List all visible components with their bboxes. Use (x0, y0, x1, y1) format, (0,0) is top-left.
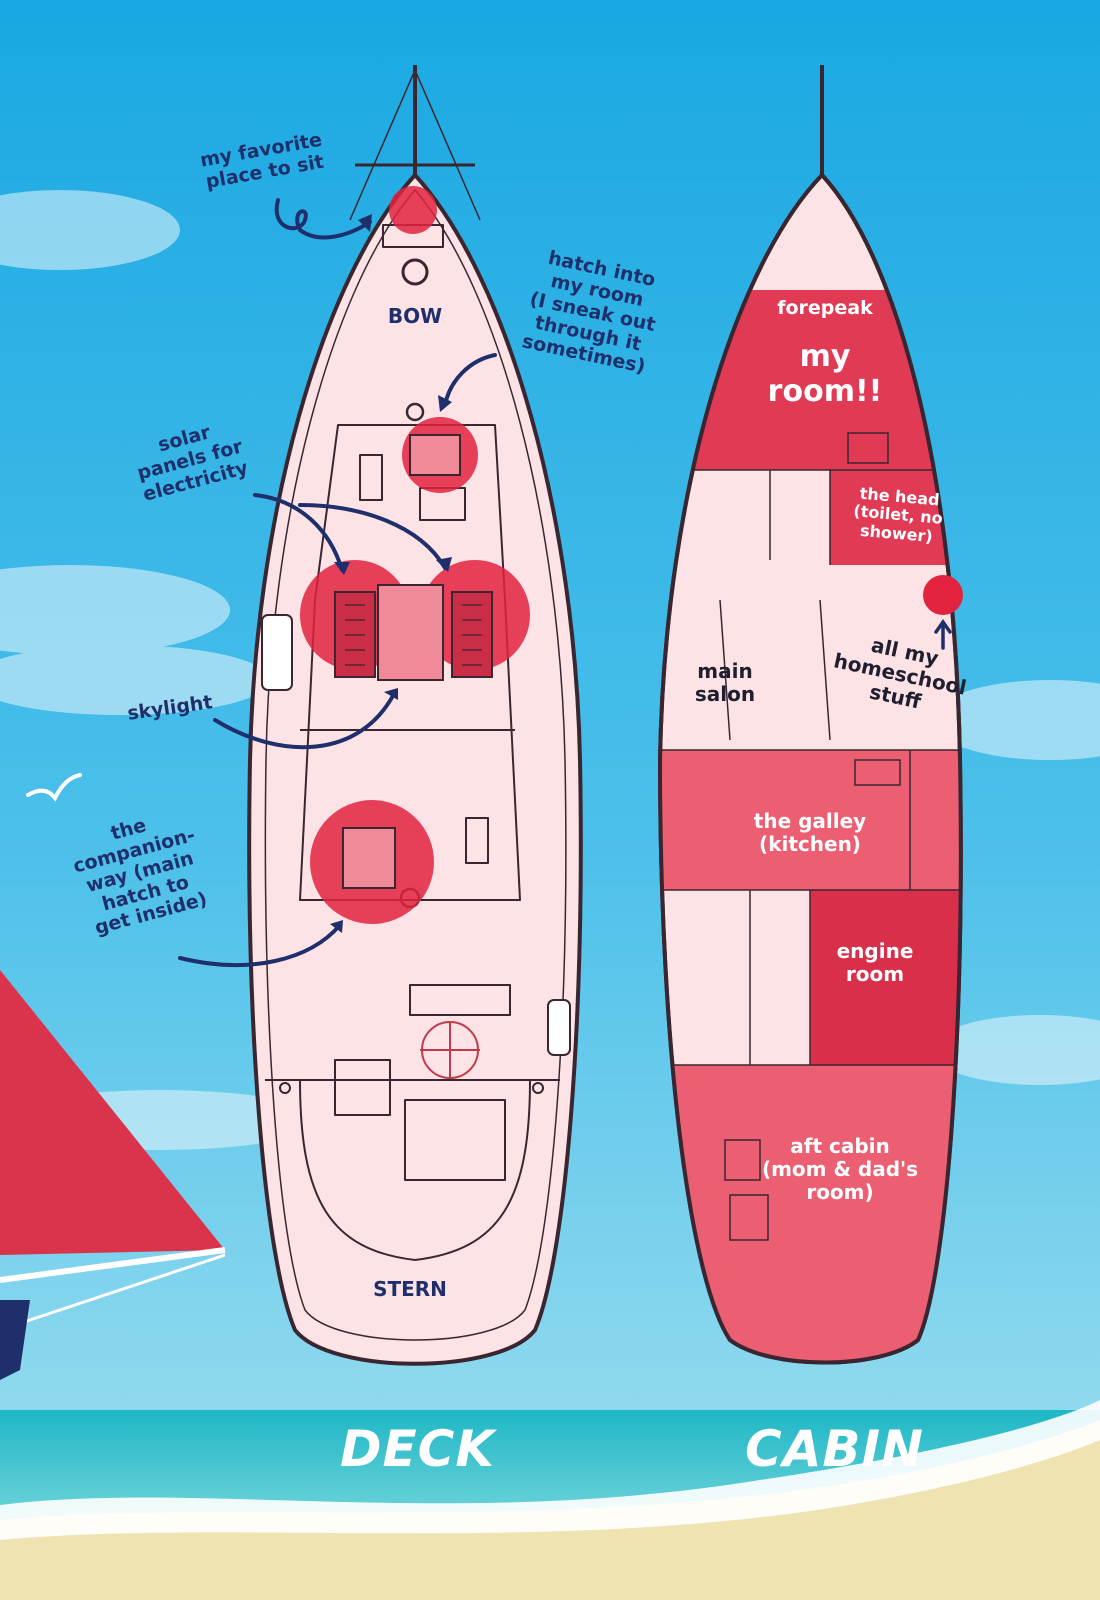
homeschool-marker (923, 575, 963, 615)
aft-cabin-label: aft cabin (mom & dad's room) (761, 1134, 919, 1204)
annotation-arrows (178, 198, 497, 968)
solar-arrow-right (298, 503, 447, 570)
main-salon-label: main salon (694, 659, 756, 706)
companionway-arrow (178, 923, 342, 968)
deck-hatches (334, 434, 493, 889)
seagull-icon (26, 773, 82, 802)
hatch-arrow (443, 353, 497, 407)
foam (0, 1400, 1100, 1540)
galley-label: the galley (kitchen) (753, 809, 867, 856)
arrowheads (330, 214, 452, 933)
my-room-label: my room!! (767, 339, 883, 409)
solar-panel-lines (345, 604, 482, 666)
favorite-place-arrow (274, 198, 372, 240)
cabin-title: CABIN (745, 1420, 924, 1478)
forepeak-label: forepeak (777, 297, 873, 319)
stern-label: STERN (373, 1277, 447, 1301)
homeschool-arrow (934, 618, 952, 650)
engine-room-label: engine room (836, 939, 914, 986)
bow-label: BOW (387, 304, 443, 328)
skylight-arrow (213, 690, 397, 750)
cabin-hull (657, 65, 963, 1365)
deck-title: DECK (340, 1420, 496, 1478)
solar-arrow-left (253, 493, 344, 572)
side-sailboat (0, 970, 226, 1380)
deck-hull (247, 65, 583, 1366)
engine-room (810, 890, 961, 1065)
